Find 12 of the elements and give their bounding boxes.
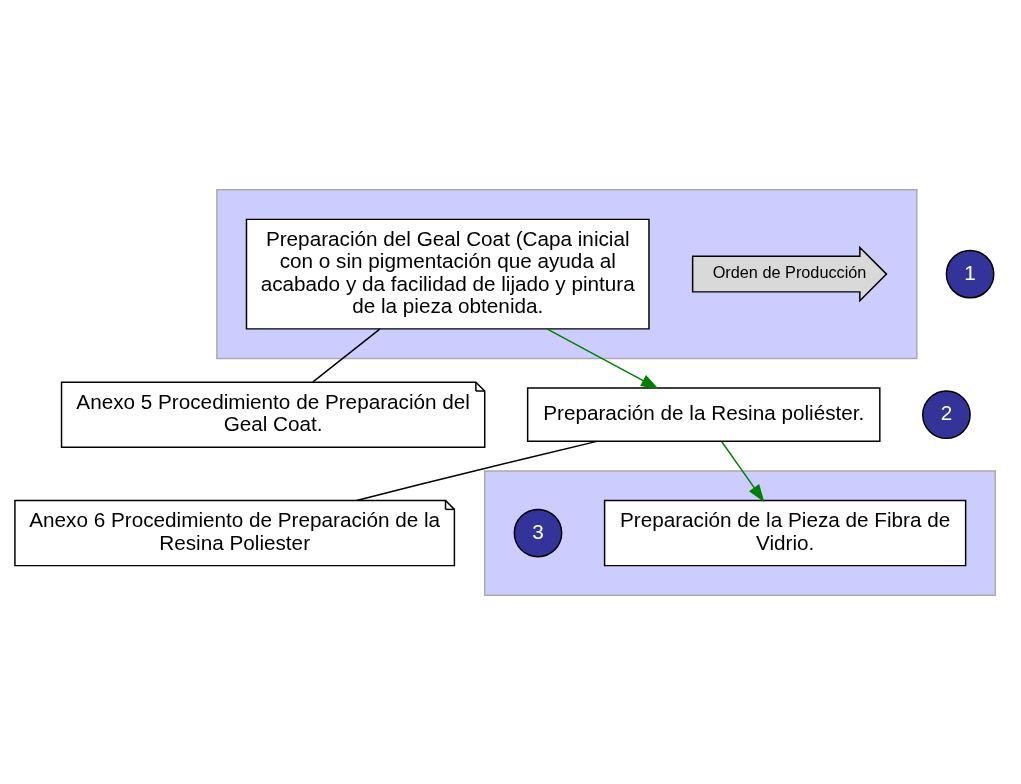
node-circle: 1 — [945, 249, 994, 299]
connector — [355, 440, 598, 501]
connector — [311, 327, 380, 383]
node-box: Preparación del Geal Coat (Capa inicial con o sin pigmentación que ayuda al acabado y da facilidad de lijado y pintura de la pieza obtenida. — [245, 218, 650, 330]
node-circle: 3 — [513, 508, 562, 557]
cluster — [215, 188, 918, 359]
node-box: Preparación de la Resina poliéster. — [526, 386, 881, 442]
node-box: Preparación de la Pieza de Fibra de Vidrio. — [603, 499, 966, 566]
arrow — [546, 327, 659, 389]
node-circle: 2 — [921, 389, 971, 439]
arrow — [720, 440, 764, 502]
cluster — [483, 469, 996, 596]
